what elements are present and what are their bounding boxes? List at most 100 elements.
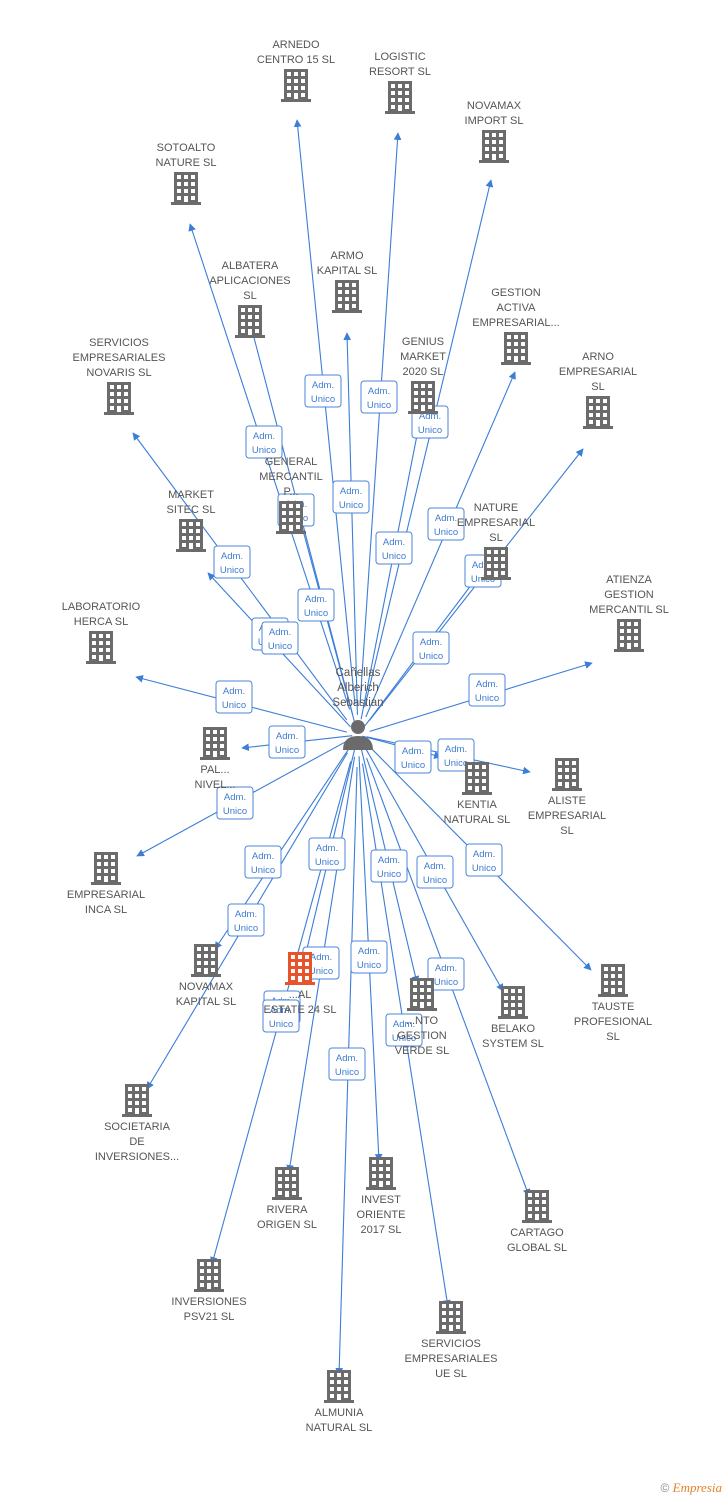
role-badge[interactable]: Adm. Unico [213, 545, 251, 579]
building-icon [281, 69, 311, 102]
building-icon [598, 964, 628, 997]
company-label: SL [243, 290, 256, 302]
company-label: LOGISTIC [374, 51, 425, 63]
role-badge-text: Unico [357, 960, 381, 971]
role-badge[interactable]: Adm.Unico [297, 588, 335, 622]
company-sotoalto[interactable]: SOTOALTO NATURE SL [156, 142, 217, 205]
role-badge-text: Unico [222, 700, 246, 711]
building-icon [407, 978, 437, 1011]
role-badge[interactable]: Adm.Unico [412, 631, 450, 665]
company-label: LABORATORIO [62, 601, 141, 613]
role-badge[interactable]: Adm.Unico [245, 425, 283, 459]
role-badge[interactable]: Adm.Unico [215, 680, 253, 714]
role-badge[interactable]: Adm.Unico [261, 621, 299, 655]
company-label: ESTATE 24 SL [264, 1004, 337, 1016]
company-label: EMPRESARIAL [457, 517, 535, 529]
role-badge[interactable]: Adm.Unico [465, 843, 503, 877]
role-badge[interactable]: Adm.Unico [468, 673, 506, 707]
company-societaria[interactable]: SOCIETARIADEINVERSIONES... [95, 1084, 179, 1163]
role-badge-text: Unico [315, 857, 339, 868]
role-badge[interactable]: Adm.Unico [308, 837, 346, 871]
role-badge[interactable]: Adm.Unico [268, 725, 306, 759]
role-badge[interactable]: Adm.Unico [350, 940, 388, 974]
role-badge-text: Adm. [445, 744, 467, 755]
role-badge[interactable]: Adm.Unico [416, 855, 454, 889]
role-badge[interactable]: Adm.Unico [216, 786, 254, 820]
company-label: NOVAMAX [179, 981, 234, 993]
company-label: SL [489, 532, 502, 544]
role-badge-text: Unico [251, 865, 275, 876]
role-badge-text: Unico [234, 923, 258, 934]
role-badge[interactable]: Adm.Unico [394, 740, 432, 774]
company-gestion-activa[interactable]: GESTIONACTIVAEMPRESARIAL... [472, 287, 560, 365]
company-label: KAPITAL SL [176, 996, 237, 1008]
company-nature-empresarial[interactable]: NATURE EMPRESARIAL SL [457, 502, 535, 580]
company-label: MERCANTIL SL [589, 604, 669, 616]
role-badge[interactable]: Adm.Unico [385, 1013, 423, 1047]
role-badge[interactable]: Adm.Unico [244, 845, 282, 879]
person-name-line: Sebastian [332, 697, 383, 709]
role-badge[interactable]: Adm.Unico [332, 480, 370, 514]
role-badge[interactable]: Adm.Unico [227, 903, 265, 937]
company-novamax-kapital[interactable]: NOVAMAX KAPITAL SL [176, 944, 237, 1008]
building-icon [366, 1157, 396, 1190]
role-badge-text: Unico [434, 527, 458, 538]
company-label: GLOBAL SL [507, 1242, 567, 1254]
company-palmer[interactable]: PAL...NIVEL... [195, 727, 236, 791]
company-label: MARKET [400, 351, 446, 363]
role-badge-text: Adm. [402, 746, 424, 757]
role-badge[interactable]: Adm.Unico [370, 849, 408, 883]
role-badge-text: Adm. [419, 411, 441, 422]
role-badge[interactable]: Adm.Unico [328, 1047, 366, 1081]
building-icon [552, 758, 582, 791]
company-label: NATURE [474, 502, 518, 514]
building-icon [436, 1301, 466, 1334]
role-badge[interactable]: Adm.Unico [262, 999, 300, 1033]
role-badge-text: Adm. [221, 551, 243, 562]
role-badge[interactable]: Adm.Unico [304, 374, 342, 408]
role-badge-box [468, 673, 506, 707]
role-badge[interactable]: Adm.Unico [427, 507, 465, 541]
company-label: GESTION [604, 589, 654, 601]
company-general-mercantil[interactable]: GENERALMERCANTILP... [259, 456, 323, 534]
role-badge-box [465, 843, 503, 877]
role-badge[interactable]: Adm.Unico [375, 531, 413, 565]
company-label: NATURAL SL [306, 1422, 373, 1434]
company-label: CENTRO 15 SL [257, 54, 335, 66]
company-label: NATURE SL [156, 157, 217, 169]
building-icon [276, 501, 306, 534]
role-badge[interactable]: Adm.Unico [360, 380, 398, 414]
building-icon [481, 547, 511, 580]
role-badge-text: Unico [220, 565, 244, 576]
building-icon [583, 396, 613, 429]
company-label: SOTOALTO [157, 142, 216, 154]
role-badge-box [215, 680, 253, 714]
role-badge[interactable]: Adm.Unico [427, 957, 465, 991]
role-badge-text: Adm. [269, 627, 291, 638]
